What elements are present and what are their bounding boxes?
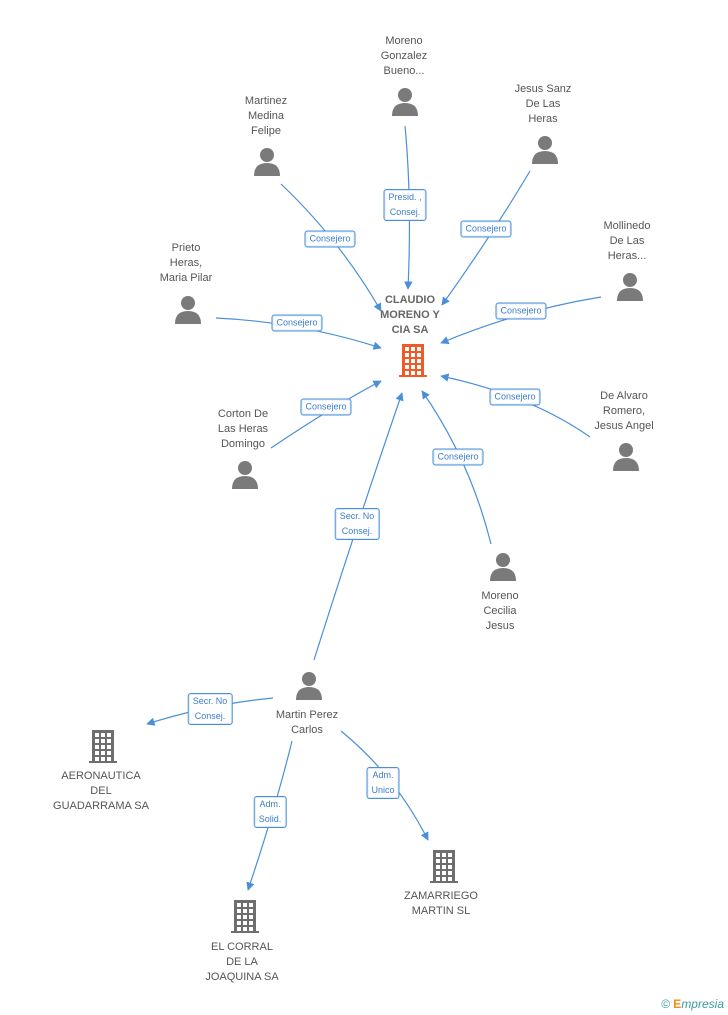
person-label[interactable]: Moreno Gonzalez Bueno... [380,35,428,77]
person-icon[interactable] [253,147,281,182]
edge-role-label: Consejero [432,448,484,466]
building-icon[interactable] [429,849,459,888]
edge-role-label: Presid. , Consej. [383,189,427,221]
person-icon[interactable] [612,442,640,477]
person-icon[interactable] [531,135,559,170]
person-label[interactable]: Prieto Heras, Maria Pilar [159,242,213,284]
edge-role-label: Secr. No Consej. [187,693,233,725]
person-label[interactable]: Jesus Sanz De Las Heras [514,83,572,125]
person-icon[interactable] [616,272,644,307]
building-icon[interactable] [230,899,260,938]
person-label[interactable]: Martin Perez Carlos [275,709,339,736]
edge-role-label: Consejero [460,220,512,238]
person-label[interactable]: Mollinedo De Las Heras... [603,220,651,262]
building-icon[interactable] [398,343,428,382]
person-label[interactable]: De Alvaro Romero, Jesus Angel [594,390,654,432]
edge-role-label: Adm. Solid. [253,796,287,828]
edge-role-label: Adm. Unico [366,767,400,799]
brand-logo: © Empresia [661,997,724,1011]
edge-role-label: Consejero [495,302,547,320]
person-icon[interactable] [391,87,419,122]
company-label[interactable]: EL CORRAL DE LA JOAQUINA SA [205,941,279,983]
edge-role-label: Secr. No Consej. [334,508,380,540]
person-icon[interactable] [489,552,517,587]
person-icon[interactable] [295,671,323,706]
building-icon[interactable] [88,729,118,768]
relationship-edge [280,183,382,312]
person-icon[interactable] [174,295,202,330]
edge-role-label: Consejero [300,398,352,416]
edge-role-label: Consejero [304,230,356,248]
company-label[interactable]: AERONAUTICA DEL GUADARRAMA SA [53,770,149,812]
person-label[interactable]: Corton De Las Heras Domingo [217,408,269,450]
person-label[interactable]: Martinez Medina Felipe [244,95,288,137]
center-company-label[interactable]: CLAUDIO MORENO Y CIA SA [380,294,440,336]
company-label[interactable]: ZAMARRIEGO MARTIN SL [404,890,478,917]
relationship-edge [441,170,531,306]
edge-role-label: Consejero [271,314,323,332]
person-icon[interactable] [231,460,259,495]
relationship-edge [421,390,492,545]
brand-initial: E [673,997,682,1011]
edge-role-label: Consejero [489,388,541,406]
brand-name: mpresia [681,997,724,1011]
person-label[interactable]: Moreno Cecilia Jesus [481,590,519,632]
copyright-symbol: © [661,997,670,1011]
